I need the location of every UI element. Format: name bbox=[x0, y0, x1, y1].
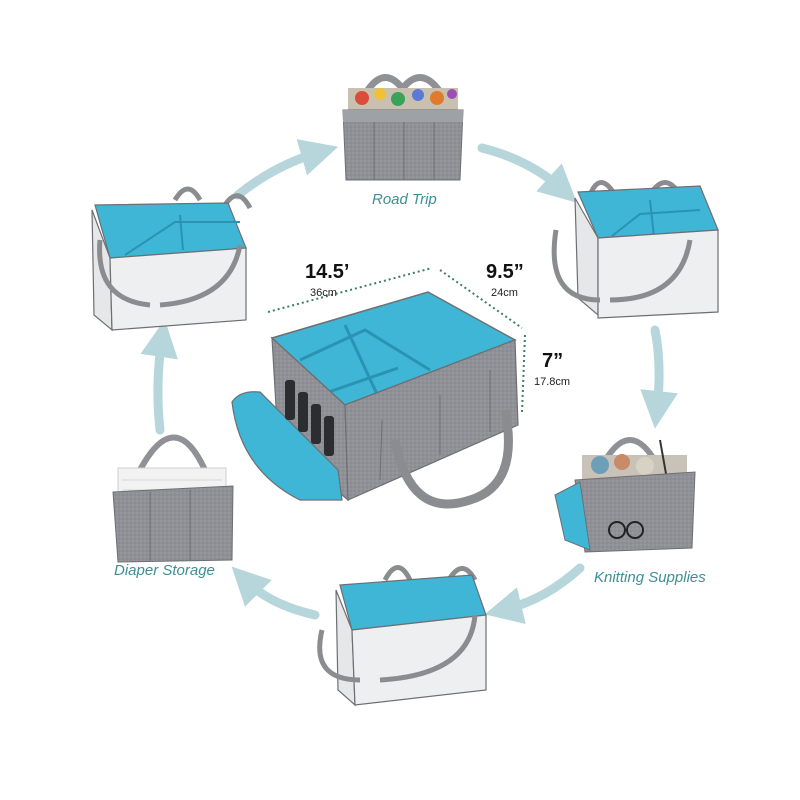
caption-knitting-supplies: Knitting Supplies bbox=[594, 569, 706, 586]
basket-knitting bbox=[554, 437, 696, 553]
arrow-left-up bbox=[140, 319, 178, 435]
caption-road-trip: Road Trip bbox=[372, 191, 437, 208]
arrow-bottom-to-left bbox=[231, 566, 320, 620]
basket-open-left bbox=[91, 186, 253, 332]
dimension-width-cm: 24cm bbox=[491, 287, 518, 299]
arrow-bottomright-to-bottom bbox=[484, 563, 585, 625]
dimension-length-cm: 36cm bbox=[310, 287, 337, 299]
arrow-left-to-top bbox=[233, 139, 339, 200]
dimension-length-inches: 14.5’ bbox=[305, 261, 350, 283]
basket-open-bottom bbox=[317, 565, 487, 707]
dimension-width-inches: 9.5” bbox=[486, 261, 524, 283]
caption-diaper-storage: Diaper Storage bbox=[114, 562, 215, 579]
dimension-height-inches: 7” bbox=[542, 350, 564, 372]
cycle-arrows bbox=[140, 139, 678, 625]
arrow-right-down bbox=[640, 325, 678, 429]
basket-main-center bbox=[231, 267, 526, 509]
basket-diaper bbox=[112, 434, 234, 563]
basket-road-trip bbox=[342, 74, 464, 181]
arrow-top-to-right bbox=[477, 143, 577, 203]
basket-open-right bbox=[551, 180, 719, 319]
dimension-height-cm: 17.8cm bbox=[534, 376, 571, 388]
